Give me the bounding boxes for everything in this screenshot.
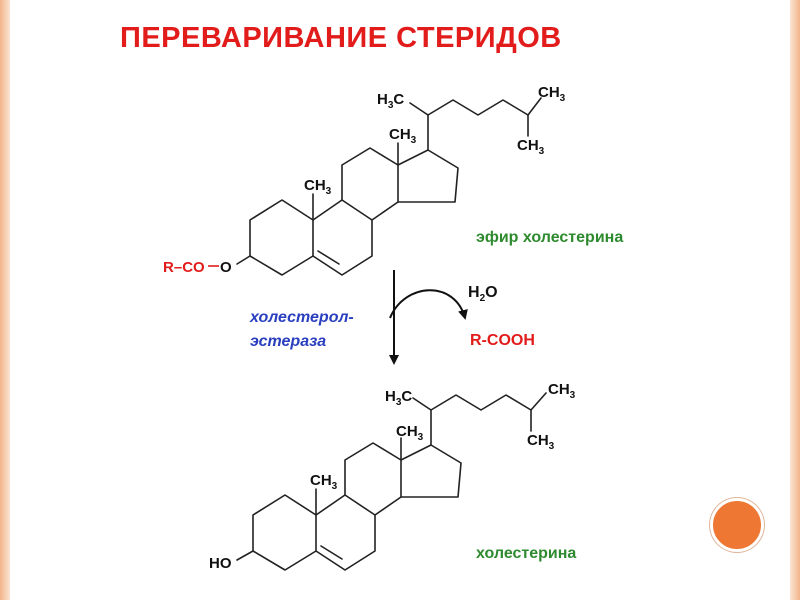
ring-c bbox=[341, 147, 399, 221]
side-methyl-label: H3C bbox=[377, 91, 404, 111]
methyl-label-19: CH3 bbox=[310, 472, 338, 492]
decorative-circle bbox=[710, 498, 764, 552]
slide-frame-right bbox=[790, 0, 800, 600]
methyl-label-18: CH3 bbox=[389, 126, 417, 146]
methyl-label-19: CH3 bbox=[304, 177, 332, 197]
methyl-label-18: CH3 bbox=[396, 423, 424, 443]
slide-frame-left bbox=[0, 0, 10, 600]
double-bond-bottom bbox=[320, 545, 343, 560]
ring-b bbox=[315, 494, 376, 571]
ring-c bbox=[344, 442, 402, 516]
side-chain-methyl bbox=[412, 397, 432, 411]
cholesterol-structure: H3C CH3 CH3 CH3 CH3 HO bbox=[209, 381, 576, 572]
cholesterol-label: холестерина bbox=[476, 545, 576, 562]
enzyme-label-line2: эстераза bbox=[250, 333, 326, 350]
side-arrow bbox=[389, 289, 468, 320]
ester-group-label: R–CO bbox=[163, 259, 205, 276]
ring-d bbox=[397, 149, 459, 203]
terminal-methyl-bottom: CH3 bbox=[517, 137, 545, 157]
water-label: H2O bbox=[468, 284, 498, 304]
slide-title: ПЕРЕВАРИВАНИЕ СТЕРИДОВ bbox=[120, 22, 562, 54]
ester-oxygen-label: O bbox=[220, 259, 232, 276]
terminal-methyl-top: CH3 bbox=[538, 84, 566, 104]
cholesterol-ester-label: эфир холестерина bbox=[476, 229, 623, 246]
acid-product-label: R-COOH bbox=[470, 332, 535, 349]
cholesterol-ester-structure: H3C CH3 CH3 CH3 CH3 R–CO O bbox=[163, 84, 566, 276]
ring-a bbox=[252, 494, 317, 571]
ester-o-bond bbox=[236, 255, 251, 265]
terminal-methyl-bottom: CH3 bbox=[527, 432, 555, 452]
hydroxyl-label: HO bbox=[209, 555, 232, 572]
side-methyl-label: H3C bbox=[385, 388, 412, 408]
terminal-methyl-top: CH3 bbox=[548, 381, 576, 401]
ring-d bbox=[400, 444, 462, 498]
enzyme-label-line1: холестерол- bbox=[249, 309, 354, 326]
side-chain-methyl bbox=[409, 102, 429, 116]
ring-b bbox=[312, 199, 373, 276]
ring-a bbox=[249, 199, 314, 276]
double-bond-top bbox=[317, 250, 340, 265]
hydroxyl-bond bbox=[236, 550, 254, 561]
